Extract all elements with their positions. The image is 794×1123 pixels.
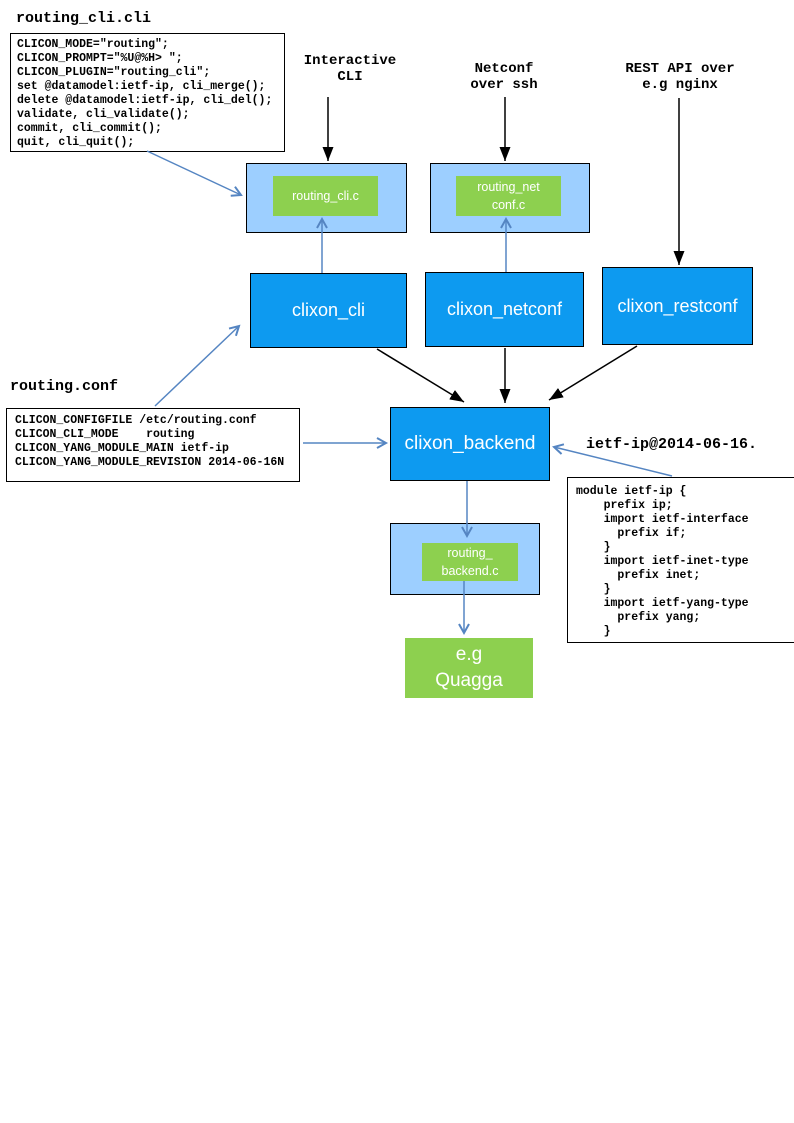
arrow-restconf-to-backend xyxy=(548,345,638,401)
arrow-cli-to-backend xyxy=(376,348,465,403)
arrow-clispec-to-cliplugin xyxy=(146,150,243,197)
interactive-cli-label: Interactive CLI xyxy=(303,53,397,85)
yang-file-title: ietf-ip@2014-06-16. xyxy=(586,436,758,453)
arrow-conf-to-cli xyxy=(154,324,241,407)
rest-api-label: REST API over e.g nginx xyxy=(625,61,735,93)
clixon-netconf-node: clixon_netconf xyxy=(425,272,584,347)
clixon-restconf-node: clixon_restconf xyxy=(602,267,753,345)
cli-file-title: routing_cli.cli xyxy=(16,10,152,27)
conf-file-title: routing.conf xyxy=(10,378,119,395)
cli-spec-code-box: CLICON_MODE="routing"; CLICON_PROMPT="%U… xyxy=(10,33,285,152)
conf-spec-code-box: CLICON_CONFIGFILE /etc/routing.conf CLIC… xyxy=(6,408,300,482)
yang-module-code-box: module ietf-ip { prefix ip; import ietf-… xyxy=(567,477,794,643)
netconf-over-ssh-label: Netconf over ssh xyxy=(470,61,538,93)
cli-plugin-container: routing_cli.c xyxy=(246,163,407,233)
routing-cli-plugin-box: routing_cli.c xyxy=(273,176,378,216)
routing-netconf-plugin-box: routing_net conf.c xyxy=(456,176,561,216)
backend-plugin-container: routing_ backend.c xyxy=(390,523,540,595)
clixon-backend-node: clixon_backend xyxy=(390,407,550,481)
clixon-cli-node: clixon_cli xyxy=(250,273,407,348)
routing-backend-plugin-box: routing_ backend.c xyxy=(422,543,518,581)
quagga-node: e.g Quagga xyxy=(405,638,533,698)
netconf-plugin-container: routing_net conf.c xyxy=(430,163,590,233)
